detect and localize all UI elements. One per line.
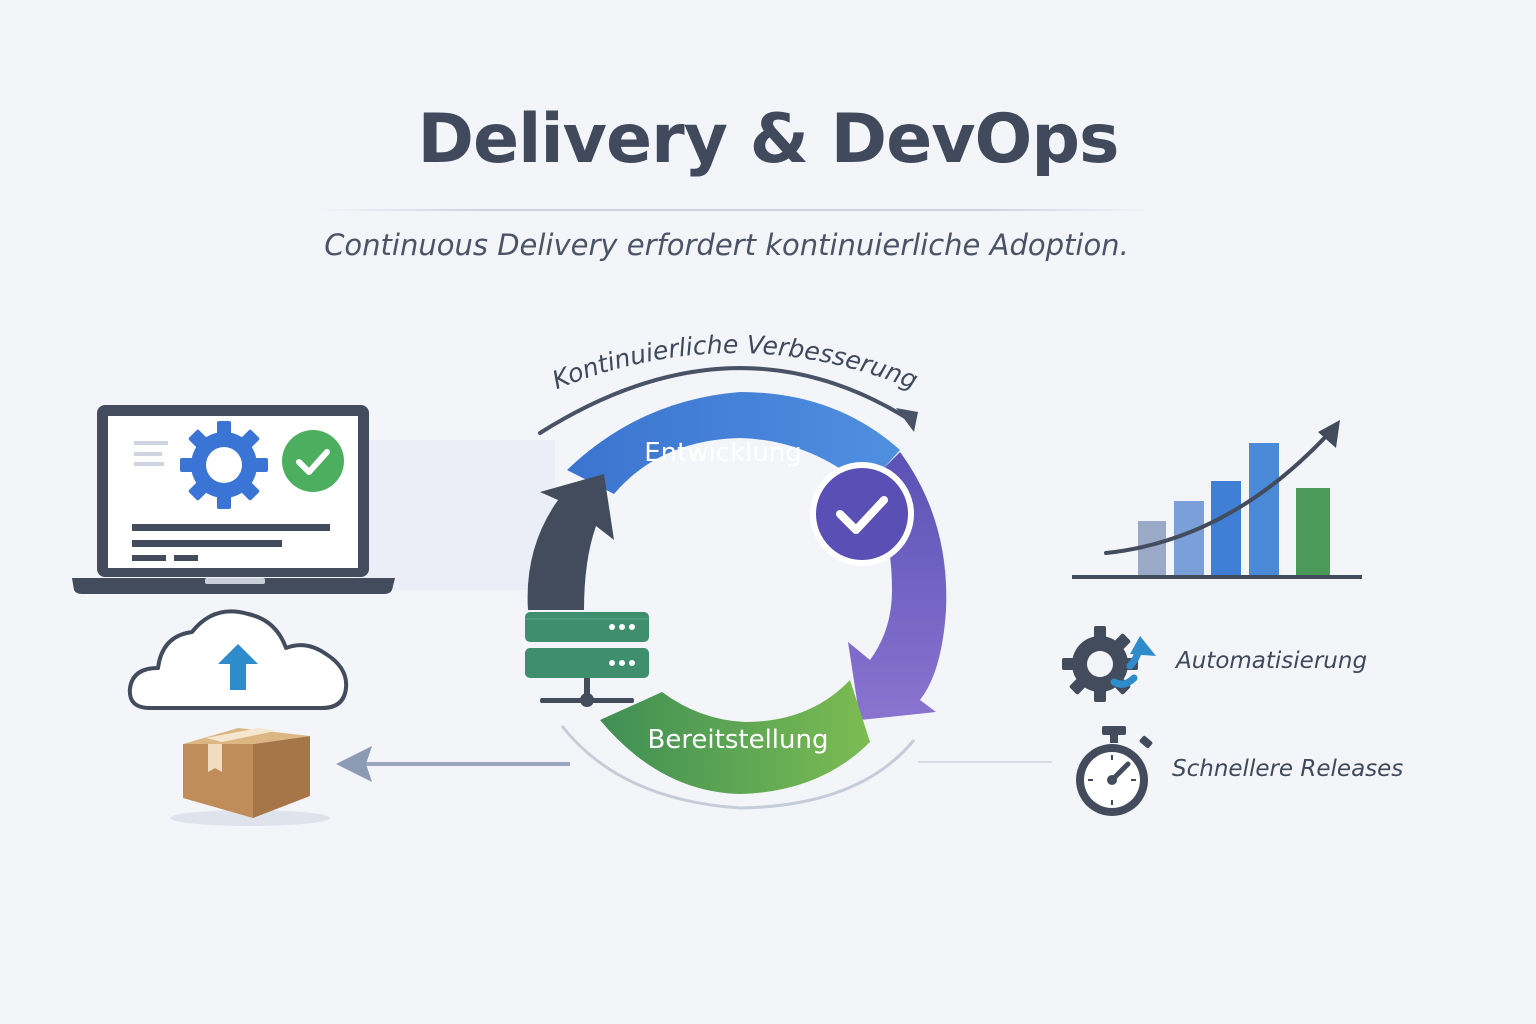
server-icon [525,612,649,707]
benefit-label-automation: Automatisierung [1176,648,1368,674]
check-circle-icon [810,462,914,566]
stage-label-development: Entwicklung [644,438,802,468]
chart-bar [1249,443,1279,577]
chart-bar [1211,481,1241,577]
chart-bar [1174,501,1204,577]
improvement-arc-arrow [538,366,918,435]
cycle-segment-operations [527,474,614,610]
chart-bar [1296,488,1330,577]
title-divider [318,209,1153,211]
stopwatch-icon [1076,726,1153,816]
chart-baseline [1072,575,1362,579]
stage-label-deployment: Bereitstellung [647,725,828,755]
deliver-arrow [336,746,570,782]
cycle-segment-deployment [600,680,870,794]
laptop-shadow-panel [355,440,555,590]
gear-icon [180,421,268,509]
growth-chart [1072,420,1362,579]
cloud-upload-icon [127,609,349,710]
package-box-icon [170,728,330,826]
trend-arrow-head [1318,420,1340,448]
laptop-icon [72,405,395,594]
page-subtitle: Continuous Delivery erfordert kontinuier… [324,228,1129,262]
cycle-segment-development [567,392,900,494]
cycle-outer-accent [560,725,916,810]
gear-refresh-icon [1062,626,1156,702]
benefit-label-faster-releases: Schnellere Releases [1172,756,1404,782]
cycle-segment-testing [848,452,947,720]
page-title: Delivery & DevOps [417,100,1120,179]
arc-label: Kontinuierliche Verbesserung [548,330,922,395]
check-badge-icon [282,430,344,492]
trend-arrow [1104,430,1332,555]
